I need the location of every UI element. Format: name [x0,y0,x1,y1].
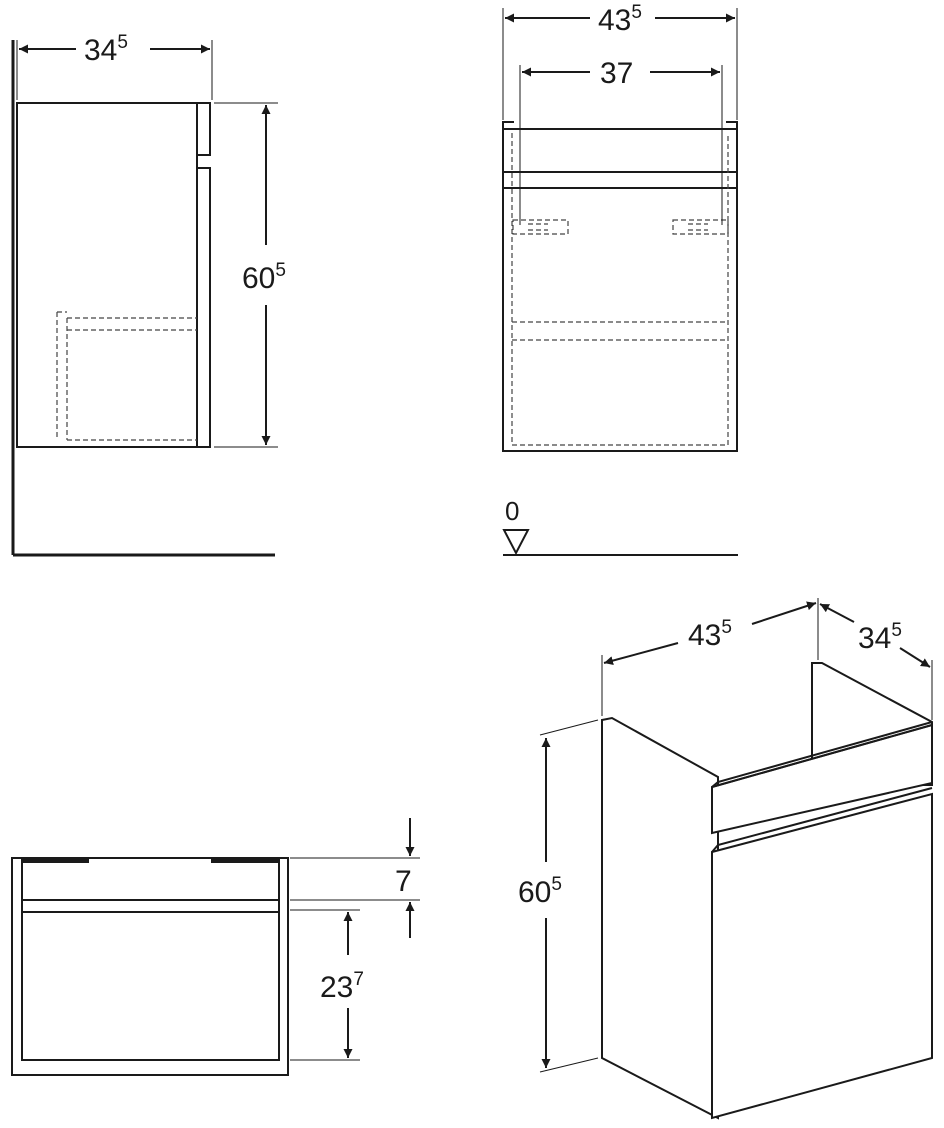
bracket-left [512,219,569,235]
top-section-view: 7 237 [11,818,420,1076]
iso-door [711,792,933,1120]
hidden-inner-frame [511,133,729,446]
iso-left-panel [601,716,719,1120]
hidden-shelf [56,311,197,441]
upper-gap-label: 7 [395,865,412,898]
front-view: 435 37 0 [502,2,738,556]
isometric-view: 435 345 605 [518,598,933,1120]
cabinet-front-body [502,128,738,452]
level-marker [502,529,530,556]
floor-level-label: 0 [505,496,519,526]
top-rail-edge [196,102,211,156]
iso-width-label: 435 [688,617,732,652]
lower-depth-label: 237 [320,969,364,1004]
bracket-right [672,219,729,235]
section-outer [11,857,289,1076]
door-edge [196,167,211,448]
front-inner-width-label: 37 [600,57,633,90]
side-view: 345 605 [11,32,286,557]
side-height-label: 605 [242,260,286,295]
iso-depth-label: 345 [858,620,902,655]
iso-height-label: 605 [518,874,562,909]
side-width-label: 345 [84,32,128,67]
cabinet-side-body [16,102,198,448]
front-outer-width-label: 435 [598,2,642,37]
